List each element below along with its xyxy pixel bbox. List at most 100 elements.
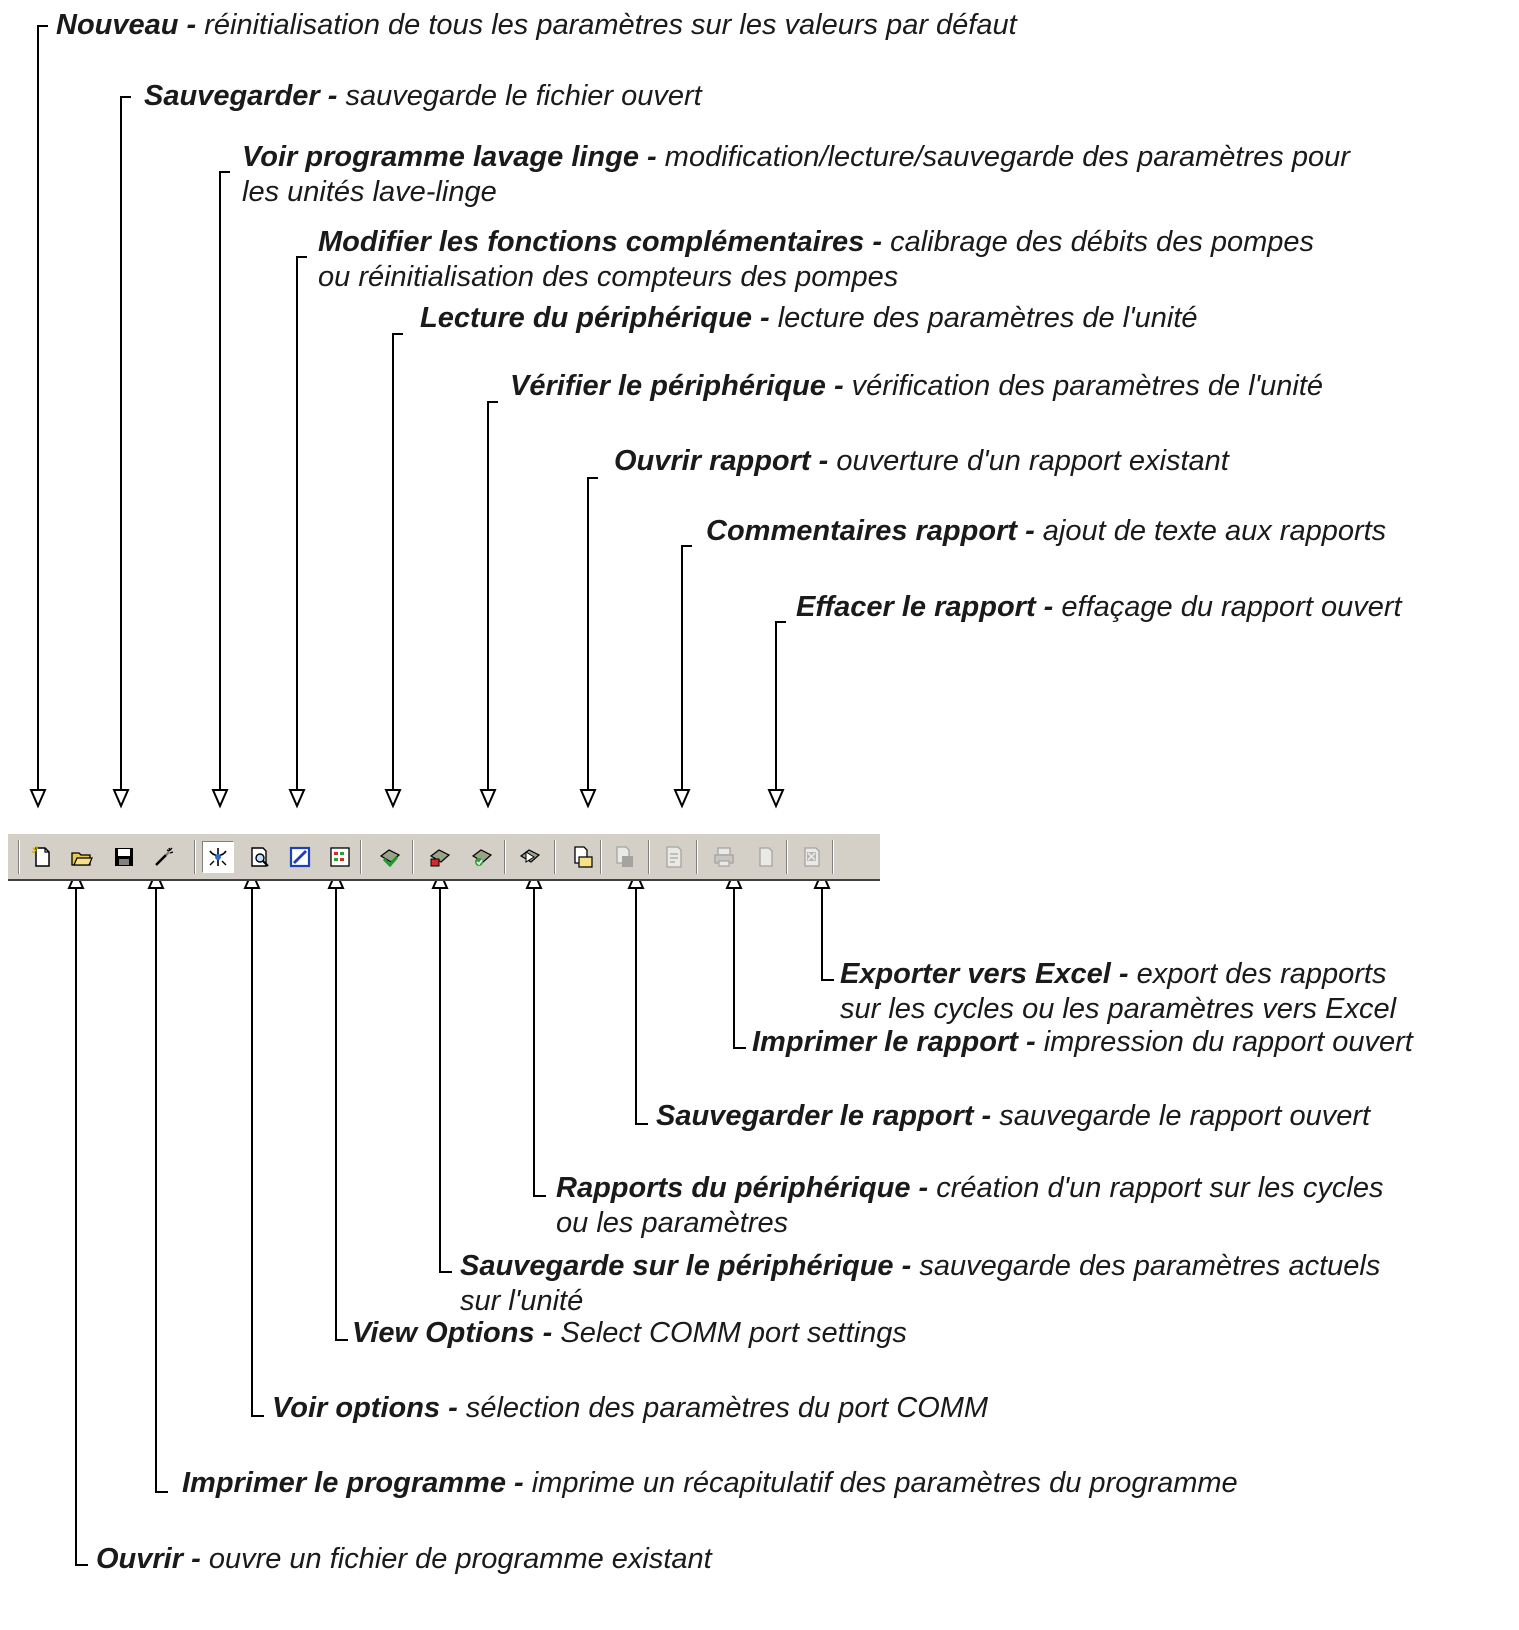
toolbar-separator (194, 840, 196, 874)
magnifier-page-icon (251, 847, 269, 867)
callout-term: Effacer le rapport - (796, 591, 1054, 623)
callout-export-excel: Exporter vers Excel - export des rapport… (840, 957, 1396, 1027)
arrow-down (288, 789, 306, 809)
callout-line: Voir programme lavage linge - modificati… (242, 140, 1350, 175)
callout-term: Imprimer le rapport - (752, 1026, 1036, 1058)
arrow-down (579, 789, 597, 809)
callout-print-program: Imprimer le programme - imprime un récap… (182, 1466, 1238, 1501)
callout-line: Modifier les fonctions complémentaires -… (318, 225, 1314, 260)
open-button[interactable] (66, 841, 98, 873)
clear-report-button[interactable] (750, 841, 782, 873)
connector-line (635, 884, 648, 1125)
callout-line: Ouvrir - ouvre un fichier de programme e… (96, 1542, 712, 1577)
save-button[interactable] (108, 841, 140, 873)
callout-description: modification/lecture/sauvegarde des para… (664, 141, 1350, 173)
connector-line (533, 884, 546, 1197)
callout-new: Nouveau - réinitialisation de tous les p… (56, 8, 1017, 43)
callout-comm-options: View Options - Select COMM port settings (352, 1316, 907, 1351)
save-to-device-button[interactable] (424, 841, 456, 873)
callout-read-device: Lecture du périphérique - lecture des pa… (420, 301, 1198, 336)
callout-description: création d'un rapport sur les cycles (936, 1172, 1384, 1204)
connector-line (120, 96, 131, 792)
toolbar-separator (18, 840, 20, 874)
callout-save: Sauvegarder - sauvegarde le fichier ouve… (144, 79, 702, 114)
connector-line (681, 545, 692, 792)
report-comments-button[interactable] (658, 841, 690, 873)
callout-device-reports: Rapports du périphérique - création d'un… (556, 1171, 1383, 1241)
callout-line: sur les cycles ou les paramètres vers Ex… (840, 992, 1396, 1027)
callout-line: Rapports du périphérique - création d'un… (556, 1171, 1383, 1206)
connector-line (439, 884, 452, 1273)
device-report-icon (519, 849, 541, 863)
excel-export-icon (804, 847, 820, 867)
device-reports-button[interactable] (514, 841, 546, 873)
device-save-icon (429, 849, 451, 867)
floppy-disk-icon (115, 848, 133, 866)
callout-line: ou réinitialisation des compteurs des po… (318, 260, 1314, 295)
callout-description: sur l'unité (460, 1285, 584, 1317)
print-report-icon (714, 847, 734, 867)
export-excel-button[interactable] (796, 841, 828, 873)
callout-line: Voir options - sélection des paramètres … (272, 1391, 988, 1426)
arrow-down (767, 789, 785, 809)
callout-description: sauvegarde le rapport ouvert (999, 1100, 1371, 1132)
callout-view-options: Voir options - sélection des paramètres … (272, 1391, 988, 1426)
callout-term: Imprimer le programme - (182, 1467, 524, 1499)
comm-settings-icon (330, 847, 350, 867)
view-options-button[interactable] (202, 841, 234, 873)
save-report-button[interactable] (608, 841, 640, 873)
connector-line (219, 171, 230, 792)
callout-description: lecture des paramètres de l'unité (777, 302, 1198, 334)
callout-term: Lecture du périphérique - (420, 302, 770, 334)
device-verify-icon (471, 849, 493, 866)
callout-term: Modifier les fonctions complémentaires - (318, 226, 882, 258)
open-folder-icon (71, 852, 93, 866)
callout-report-comments: Commentaires rapport - ajout de texte au… (706, 514, 1386, 549)
callout-term: Voir options - (272, 1392, 458, 1424)
connector-line (733, 884, 746, 1049)
connector-line (587, 477, 598, 792)
callout-line: ou les paramètres (556, 1206, 1383, 1241)
report-comment-icon (666, 846, 682, 868)
open-report-button[interactable] (566, 841, 598, 873)
callout-line: Sauvegarde sur le périphérique - sauvega… (460, 1249, 1380, 1284)
callout-open: Ouvrir - ouvre un fichier de programme e… (96, 1542, 712, 1577)
callout-term: Commentaires rapport - (706, 515, 1035, 547)
callout-description: Select COMM port settings (560, 1317, 907, 1349)
callout-term: Nouveau - (56, 9, 197, 41)
print-program-button[interactable] (148, 841, 180, 873)
callout-verify-device: Vérifier le périphérique - vérification … (510, 369, 1323, 404)
arrow-down (112, 789, 130, 809)
comm-options-button[interactable] (324, 841, 356, 873)
verify-device-button[interactable] (466, 841, 498, 873)
callout-print-report: Imprimer le rapport - impression du rapp… (752, 1025, 1413, 1060)
toolbar-separator (832, 840, 834, 874)
callout-description: les unités lave-linge (242, 176, 497, 208)
modify-functions-button[interactable] (284, 841, 316, 873)
callout-description: sauvegarde des paramètres actuels (919, 1250, 1381, 1282)
callout-description: sur les cycles ou les paramètres vers Ex… (840, 993, 1397, 1025)
callout-line: Nouveau - réinitialisation de tous les p… (56, 8, 1017, 43)
callout-open-report: Ouvrir rapport - ouverture d'un rapport … (614, 444, 1229, 479)
connector-line (296, 256, 307, 792)
callout-description: sauvegarde le fichier ouvert (345, 80, 702, 112)
callout-line: Commentaires rapport - ajout de texte au… (706, 514, 1386, 549)
read-device-button[interactable] (374, 841, 406, 873)
toolbar-separator (786, 840, 788, 874)
connector-line (392, 333, 403, 792)
callout-line: Vérifier le périphérique - vérification … (510, 369, 1323, 404)
callout-description: effaçage du rapport ouvert (1061, 591, 1402, 623)
view-wash-program-button[interactable] (244, 841, 276, 873)
arrow-down (673, 789, 691, 809)
toolbar-separator (554, 840, 556, 874)
callout-description: ou réinitialisation des compteurs des po… (318, 261, 899, 293)
callout-term: Ouvrir rapport - (614, 445, 829, 477)
callout-description: réinitialisation de tous les paramètres … (204, 9, 1017, 41)
callout-term: Voir programme lavage linge - (242, 141, 657, 173)
new-button[interactable] (26, 841, 58, 873)
callout-line: Imprimer le programme - imprime un récap… (182, 1466, 1238, 1501)
print-report-button[interactable] (708, 841, 740, 873)
callout-line: Ouvrir rapport - ouverture d'un rapport … (614, 444, 1229, 479)
callout-line: Sauvegarder le rapport - sauvegarde le r… (656, 1099, 1370, 1134)
